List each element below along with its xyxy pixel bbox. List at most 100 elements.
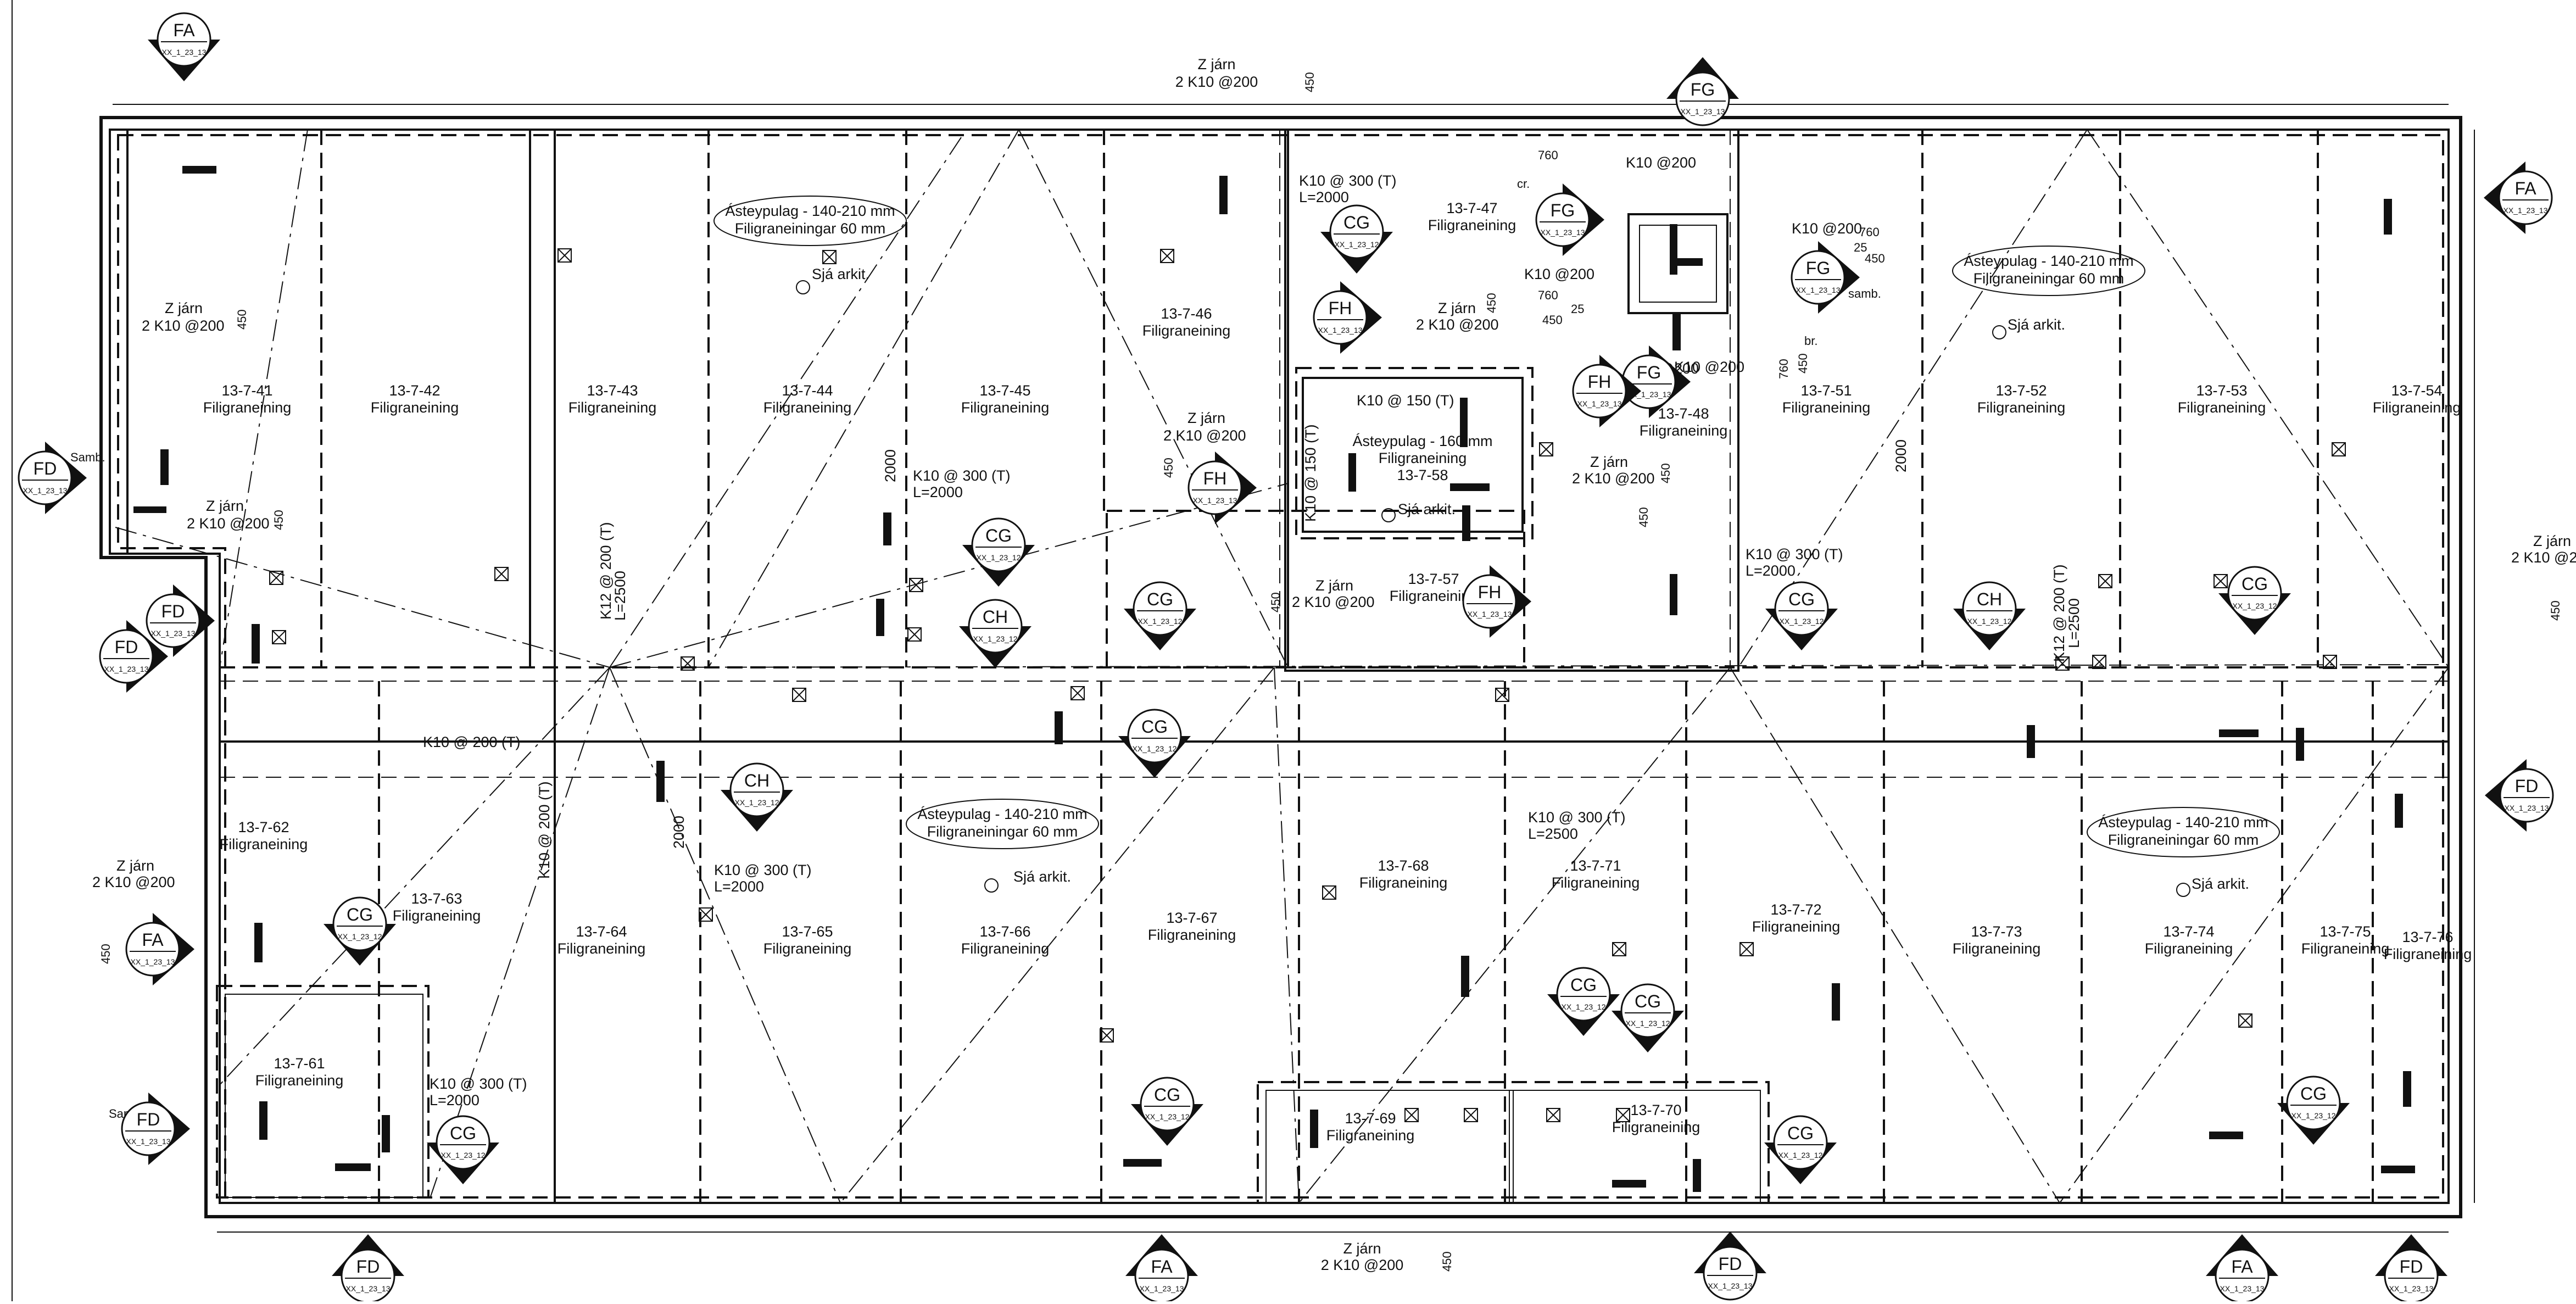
opening-marker (1464, 1108, 1478, 1122)
svg-text:25: 25 (1571, 302, 1584, 316)
svg-text:Sjá arkit.: Sjá arkit. (1013, 868, 1071, 885)
svg-text:Filigraneining: Filigraneining (2373, 399, 2461, 416)
opening-marker (1739, 942, 1754, 956)
svg-text:Z járn: Z járn (1187, 410, 1225, 426)
svg-text:XX_1_23_12: XX_1_23_12 (1780, 617, 1824, 626)
svg-text:Filigraneiningar 60 mm: Filigraneiningar 60 mm (735, 220, 886, 237)
svg-text:XX_1_23_13: XX_1_23_13 (1577, 399, 1622, 408)
svg-text:13-7-73: 13-7-73 (1971, 923, 2022, 940)
svg-text:450: 450 (1637, 507, 1651, 527)
svg-text:XX_1_23_13: XX_1_23_13 (1708, 1281, 1753, 1290)
svg-text:Filigraneining: Filigraneining (1953, 940, 2041, 957)
svg-text:Ásteypulag - 160 mm: Ásteypulag - 160 mm (1352, 433, 1492, 449)
opening-marker (2213, 574, 2228, 588)
svg-text:CG: CG (1147, 589, 1173, 609)
svg-text:FG: FG (1637, 363, 1661, 382)
svg-text:XX_1_23_13: XX_1_23_13 (1796, 286, 1841, 294)
span-diagonals (115, 129, 2449, 1203)
opening-marker (681, 656, 695, 671)
opening-marker (557, 248, 572, 263)
svg-text:CG: CG (450, 1123, 476, 1143)
svg-text:K10 @ 300 (T): K10 @ 300 (T) (1299, 172, 1396, 189)
svg-text:Z járn: Z járn (116, 857, 154, 874)
svg-text:XX_1_23_13: XX_1_23_13 (2503, 206, 2548, 215)
left-notch (126, 130, 430, 1199)
svg-text:K12 @ 200 (T): K12 @ 200 (T) (2051, 565, 2067, 662)
svg-text:XX_1_23_12: XX_1_23_12 (1626, 1019, 1670, 1028)
bar-note-3: K10 @ 300 (T)L=2000 (1746, 546, 1843, 579)
svg-text:Sjá arkit.: Sjá arkit. (2008, 316, 2065, 333)
svg-text:760: 760 (1538, 288, 1558, 302)
opening-marker (699, 907, 713, 922)
opening-marker (1404, 1108, 1419, 1122)
svg-text:Filigraneining: Filigraneining (255, 1072, 344, 1089)
svg-text:13-7-54: 13-7-54 (2391, 382, 2442, 399)
svg-text:13-7-52: 13-7-52 (1995, 382, 2047, 399)
svg-text:K10 @200: K10 @200 (1524, 266, 1594, 282)
opening-marker (1160, 249, 1174, 263)
svg-text:Filigraneining: Filigraneining (2145, 940, 2233, 957)
svg-text:Filigraneiningar 60 mm: Filigraneiningar 60 mm (2108, 832, 2259, 848)
opening-marker (1100, 1028, 1114, 1043)
svg-text:K10 @ 300 (T): K10 @ 300 (T) (1528, 809, 1625, 826)
svg-text:XX_1_23_12: XX_1_23_12 (1562, 1002, 1606, 1011)
svg-text:CH: CH (983, 607, 1008, 627)
svg-text:13-7-68: 13-7-68 (1378, 857, 1429, 874)
svg-text:13-7-62: 13-7-62 (238, 819, 289, 835)
svg-text:XX_1_23_12: XX_1_23_12 (1967, 617, 2012, 626)
svg-text:2 K10 @200: 2 K10 @200 (1572, 470, 1655, 487)
opening-marker (907, 627, 922, 642)
opening-marker (1616, 1108, 1630, 1122)
svg-text:XX_1_23_13: XX_1_23_13 (23, 486, 68, 495)
svg-text:760: 760 (1538, 148, 1558, 162)
svg-text:13-7-51: 13-7-51 (1800, 382, 1852, 399)
svg-text:13-7-66: 13-7-66 (979, 923, 1030, 940)
svg-text:CG: CG (1788, 589, 1815, 609)
opening-marker (1495, 688, 1509, 702)
opening-marker (2098, 574, 2112, 588)
svg-text:FA: FA (2514, 179, 2536, 198)
bar-note-6: K10 @ 300 (T)L=2000 (430, 1075, 527, 1108)
svg-text:XX_1_23_13: XX_1_23_13 (151, 629, 196, 638)
svg-text:FD: FD (2515, 776, 2539, 796)
svg-text:2 K10 @200: 2 K10 @200 (142, 317, 225, 334)
svg-text:L=2000: L=2000 (714, 878, 764, 895)
svg-text:Filigraneining: Filigraneining (220, 836, 308, 852)
svg-text:FG: FG (1806, 258, 1830, 278)
svg-text:CG: CG (347, 905, 373, 924)
opening-marker (1612, 942, 1626, 956)
svg-text:Ásteypulag - 140-210 mm: Ásteypulag - 140-210 mm (725, 203, 895, 219)
svg-text:K10 @ 300 (T): K10 @ 300 (T) (913, 467, 1010, 484)
svg-text:Filigraneining: Filigraneining (371, 399, 459, 416)
svg-text:Filigraneining: Filigraneining (1752, 918, 1841, 935)
svg-text:Z járn: Z járn (1590, 454, 1628, 470)
opening-marker (792, 688, 806, 702)
section-marker-fa_right: FA XX_1_23_13 (2484, 161, 2553, 234)
svg-text:CH: CH (1977, 589, 2002, 609)
opening-marker (2092, 655, 2106, 669)
pour-note-4: Ásteypulag - 140-210 mm Filigraneiningar… (2087, 807, 2280, 857)
svg-text:450: 450 (1162, 458, 1175, 478)
